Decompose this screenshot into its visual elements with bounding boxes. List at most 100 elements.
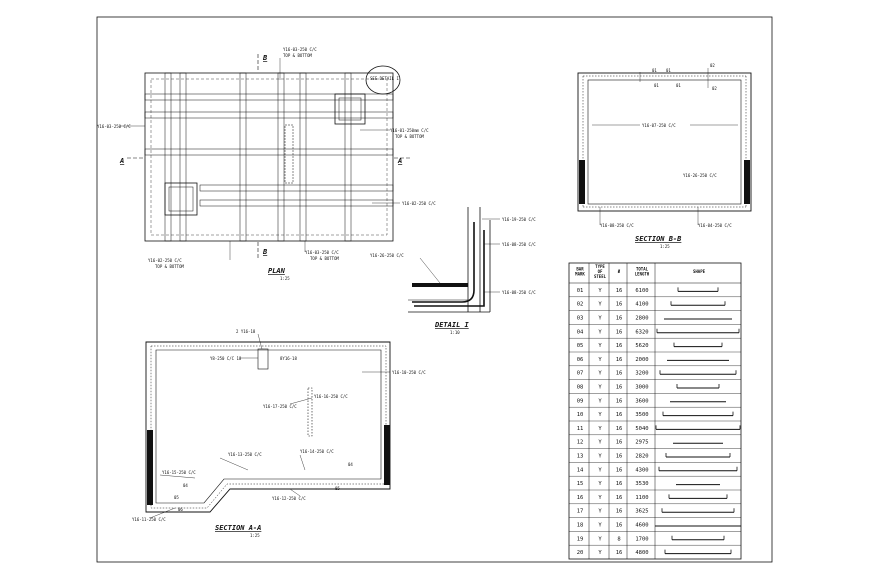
aa-label-4: Y16-10-250 C/C [392, 370, 426, 375]
bb-label-side: Y16-26-250 C/C [683, 173, 717, 178]
plan-label-right1-sub: TOP & BOTTOM [395, 134, 424, 139]
schedule-cell: 02 [577, 302, 584, 308]
aa-label-2: Y8-250 C/C 18 [210, 356, 242, 361]
aa-label-11: Y16-11-250 C/C [132, 517, 166, 522]
schedule-cell: 17 [577, 509, 584, 515]
schedule-cell: 16 [616, 426, 623, 432]
aa-mark-05b: 05 [335, 486, 340, 491]
schedule-header-2: Ø [617, 269, 621, 274]
detail-callout-circle [365, 65, 401, 95]
section-aa-pier [384, 425, 390, 485]
section-aa-bar [307, 387, 313, 437]
plan-bar-band [144, 148, 394, 156]
aa-label-8: Y16-13-250 C/C [228, 452, 262, 457]
schedule-cell: Y [598, 371, 602, 377]
section-aa-scale: 1:25 [250, 533, 260, 538]
schedule-cell: Y [598, 509, 602, 515]
detail-label-2: Y16-08-250 C/C [502, 242, 536, 247]
schedule-cell: 3000 [635, 385, 648, 391]
schedule-cell: 16 [616, 398, 623, 404]
schedule-cell: 6320 [635, 329, 648, 335]
schedule-cell: 16 [616, 329, 623, 335]
plan-label-bottom-left: Y16-02-250 C/C [148, 258, 182, 263]
schedule-cell: 16 [616, 302, 623, 308]
plan-bar-band [239, 72, 247, 242]
schedule-cell: 4600 [635, 523, 648, 529]
schedule-cell: 12 [577, 440, 584, 446]
schedule-cell: 06 [577, 357, 584, 363]
aa-mark-06: 06 [178, 507, 183, 512]
schedule-cell: Y [598, 357, 602, 363]
schedule-cell: 6100 [635, 288, 648, 294]
schedule-cell: 4300 [635, 467, 648, 473]
section-bb-outline [577, 72, 752, 212]
schedule-header-4: SHAPE [693, 269, 706, 274]
schedule-cell: 14 [577, 467, 584, 473]
detail-rebar-bend [414, 230, 485, 307]
schedule-cell: 16 [616, 343, 623, 349]
schedule-cell: Y [598, 329, 602, 335]
schedule-cell: 2000 [635, 357, 648, 363]
section-aa-title: SECTION A-A [215, 524, 261, 532]
schedule-cell: 5620 [635, 343, 648, 349]
bb-mark-3: 02 [710, 63, 715, 68]
plan-view [120, 54, 410, 260]
section-bb-inner [587, 79, 742, 205]
detail-scale: 1:10 [450, 330, 460, 335]
schedule-cell: Y [598, 467, 602, 473]
plan-inner-outline [150, 78, 388, 236]
schedule-cell: 8 [617, 536, 620, 542]
schedule-cell: Y [598, 440, 602, 446]
plan-bar-band [199, 184, 394, 192]
schedule-cell: 10 [577, 412, 584, 418]
schedule-cell: 2820 [635, 454, 648, 460]
schedule-cell: 18 [577, 523, 584, 529]
leader-line [149, 507, 176, 519]
drawing-frame [96, 16, 773, 563]
schedule-cell: Y [598, 495, 602, 501]
schedule-cell: Y [598, 288, 602, 294]
schedule-cell: 16 [616, 412, 623, 418]
aa-label-7: Y16-14-250 C/C [300, 449, 334, 454]
detail-title: DETAIL I [434, 321, 470, 329]
schedule-cell: Y [598, 536, 602, 542]
schedule-cell: 16 [616, 523, 623, 529]
plan-label-left: Y16-03-250 C/C [97, 124, 131, 129]
detail-reference: SEE DETAIL I [370, 76, 399, 81]
schedule-cell: 16 [616, 467, 623, 473]
schedule-cell: 2800 [635, 316, 648, 322]
schedule-cell: 3200 [635, 371, 648, 377]
schedule-cell: Y [598, 316, 602, 322]
schedule-cell: 4100 [635, 302, 648, 308]
plan-pit [334, 93, 366, 125]
schedule-cell: Y [598, 385, 602, 391]
bb-mark-6: 01 [676, 83, 681, 88]
plan-title: PLAN [268, 267, 286, 275]
schedule-cell: 3500 [635, 412, 648, 418]
schedule-cell: 04 [577, 329, 584, 335]
leader-line [219, 457, 249, 471]
aa-label-1: 2 Y16-18 [236, 329, 256, 334]
plan-label-right1: Y16-01-250mm C/C [390, 128, 429, 133]
section-aa-pier [147, 430, 153, 505]
schedule-cell: Y [598, 481, 602, 487]
schedule-cell: 16 [616, 357, 623, 363]
leader-line [159, 474, 196, 479]
section-marker-b-top: B [262, 54, 268, 62]
plan-bar-band [179, 72, 187, 242]
